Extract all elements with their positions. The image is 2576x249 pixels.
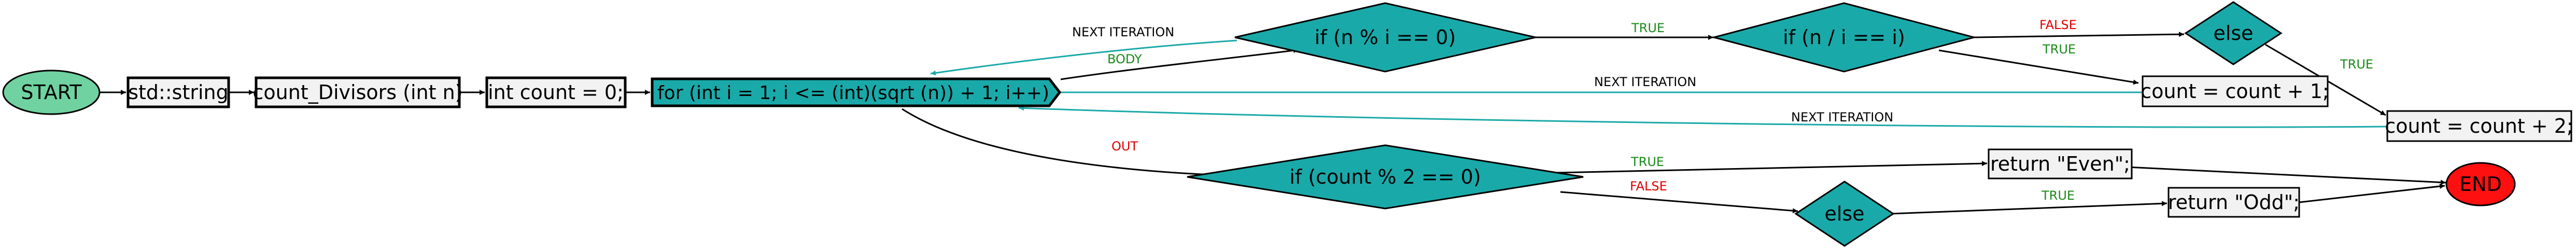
edge-next-iteration-1 <box>930 39 1237 76</box>
node-end[interactable]: END <box>2445 162 2516 206</box>
edge-false-even <box>1560 191 1798 214</box>
node-end-label: END <box>2459 173 2502 196</box>
label-false-div: FALSE <box>2039 18 2077 32</box>
node-int-count[interactable]: int count = 0; <box>485 76 627 108</box>
node-start-label: START <box>21 81 82 104</box>
node-if-even-label: if (count % 2 == 0) <box>1289 165 1481 188</box>
node-if-mod[interactable]: if (n % i == 0) <box>1234 2 1536 73</box>
edge-false-div <box>1973 32 2185 38</box>
node-count-divisors-label: count_Divisors (int n) <box>253 81 463 104</box>
node-return-odd[interactable]: return "Odd"; <box>2167 187 2300 218</box>
edge-true-odd <box>1891 201 2167 215</box>
label-next-iteration-1: NEXT ITERATION <box>1072 25 1174 39</box>
label-true-even: TRUE <box>1630 155 1664 169</box>
node-else-bottom-label: else <box>1824 202 1864 225</box>
edge-true-div <box>1938 49 2139 85</box>
node-else-top-label: else <box>2213 22 2253 45</box>
node-std-string-label: std::string <box>128 81 229 104</box>
edge-next-iteration-3 <box>1018 105 2388 128</box>
node-return-odd-label: return "Odd"; <box>2168 191 2300 214</box>
label-true-else: TRUE <box>2340 57 2373 72</box>
node-count-plus-1-label: count = count + 1; <box>2141 80 2329 103</box>
label-true-div: TRUE <box>2042 42 2076 57</box>
node-if-div[interactable]: if (n / i == i) <box>1711 2 1977 73</box>
label-true-mod: TRUE <box>1631 21 1665 35</box>
edge-labels: NEXT ITERATION BODY TRUE FALSE TRUE TRUE… <box>1072 18 2373 203</box>
node-if-even[interactable]: if (count % 2 == 0) <box>1187 144 1584 210</box>
node-count-plus-2-label: count = count + 2; <box>2385 115 2573 137</box>
label-false-even: FALSE <box>1630 179 1667 193</box>
node-count-divisors[interactable]: count_Divisors (int n) <box>253 76 463 108</box>
edge-true-even <box>1555 161 1988 174</box>
node-int-count-label: int count = 0; <box>488 81 624 104</box>
edges <box>100 32 2446 215</box>
edge-body <box>1060 48 1299 80</box>
label-next-iteration-3: NEXT ITERATION <box>1791 110 1893 125</box>
node-else-top[interactable]: else <box>2184 1 2283 65</box>
label-true-odd: TRUE <box>2041 188 2075 203</box>
label-body: BODY <box>1107 52 1142 66</box>
node-count-plus-1[interactable]: count = count + 1; <box>2141 75 2329 107</box>
label-out: OUT <box>1111 139 1138 154</box>
node-for-loop-label: for (int i = 1; i <= (int)(sqrt (n)) + 1… <box>657 82 1049 104</box>
node-return-even[interactable]: return "Even"; <box>1988 148 2133 179</box>
node-std-string[interactable]: std::string <box>126 76 230 108</box>
node-if-mod-label: if (n % i == 0) <box>1315 26 1456 49</box>
node-count-plus-2[interactable]: count = count + 2; <box>2385 110 2573 142</box>
node-else-bottom[interactable]: else <box>1794 181 1895 247</box>
node-return-even-label: return "Even"; <box>1990 153 2130 175</box>
node-if-div-label: if (n / i == i) <box>1783 26 1905 49</box>
node-for-loop[interactable]: for (int i = 1; i <= (int)(sqrt (n)) + 1… <box>651 77 1062 107</box>
node-start[interactable]: START <box>2 70 101 115</box>
edge-out <box>902 108 1224 178</box>
label-next-iteration-2: NEXT ITERATION <box>1594 75 1696 89</box>
edge-even-to-end <box>2084 164 2446 185</box>
edge-odd-to-end <box>2299 184 2445 203</box>
